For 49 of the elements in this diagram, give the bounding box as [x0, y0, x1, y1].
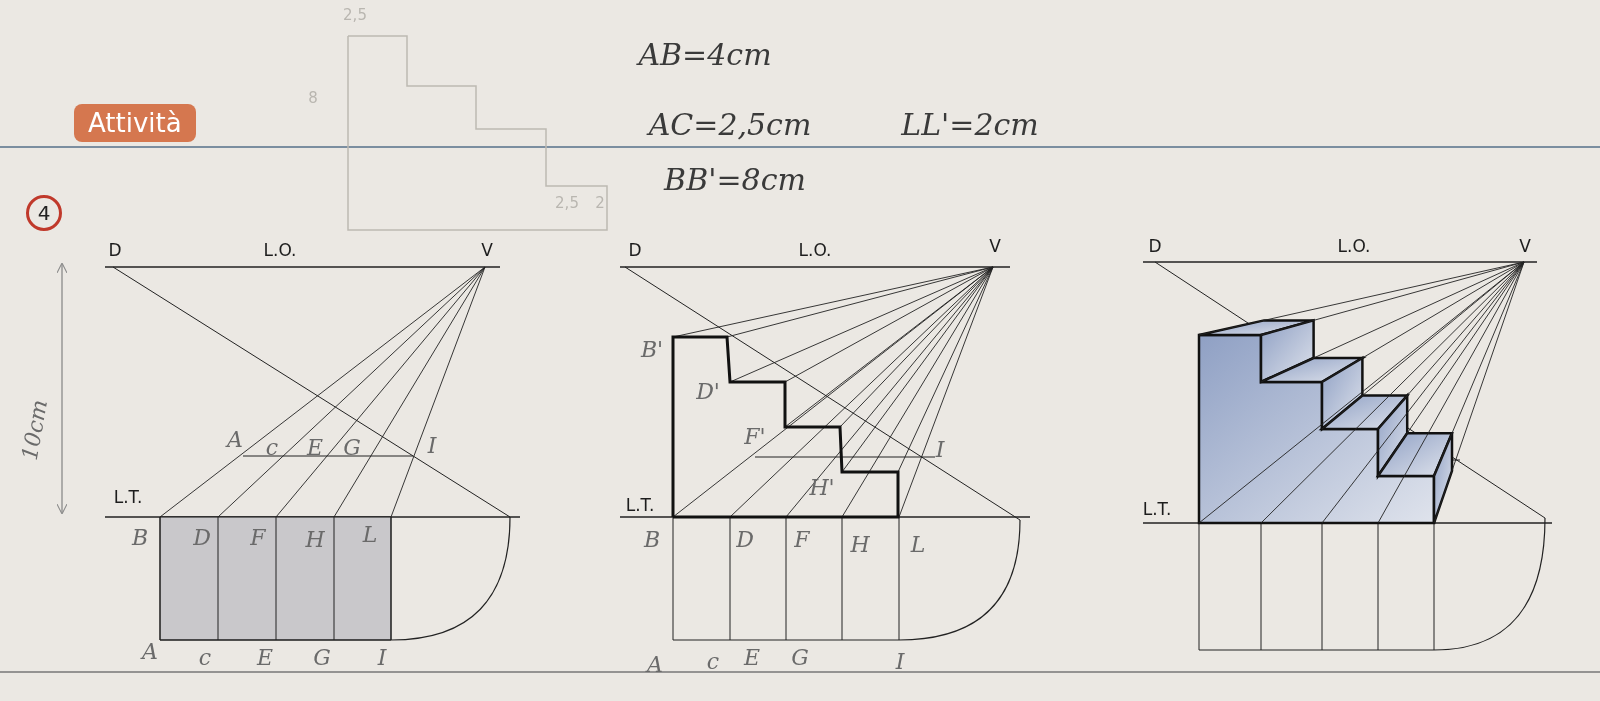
- point-label: D: [736, 529, 754, 551]
- point-label: D: [108, 241, 122, 259]
- measurement-note: AC=2,5cm: [648, 110, 812, 140]
- point-label: I: [895, 651, 905, 673]
- point-label: c: [198, 647, 212, 669]
- line-label: L.T.: [625, 496, 655, 514]
- point-label: I: [427, 435, 437, 457]
- point-label: G: [313, 647, 331, 669]
- point-label: B: [643, 529, 661, 551]
- point-label: B': [640, 339, 664, 361]
- point-label: V: [1519, 237, 1531, 255]
- section-title: Attività: [74, 104, 196, 142]
- point-label: E: [743, 647, 761, 669]
- exercise-number: 4: [26, 195, 62, 231]
- line-label: L.O.: [798, 241, 832, 259]
- point-label: c: [265, 437, 279, 459]
- measurement-note: LL'=2cm: [901, 110, 1039, 140]
- point-label: G: [343, 437, 361, 459]
- point-label: A: [227, 429, 243, 451]
- measurement-note: BB'=8cm: [664, 165, 806, 195]
- point-label: D: [193, 527, 211, 549]
- point-label: V: [989, 237, 1001, 255]
- line-label: L.T.: [113, 488, 143, 506]
- point-label: I: [935, 439, 945, 461]
- point-label: D: [1148, 237, 1162, 255]
- measurement-note: AB=4cm: [638, 40, 772, 70]
- point-label: H: [850, 534, 870, 556]
- point-label: A: [647, 654, 663, 676]
- point-label: c: [706, 651, 720, 673]
- point-label: F: [250, 527, 266, 549]
- point-label: V: [481, 241, 493, 259]
- point-label: B: [131, 527, 149, 549]
- point-label: L: [362, 524, 378, 546]
- point-label: F: [794, 529, 810, 551]
- point-label: H: [305, 529, 325, 551]
- point-label: F': [744, 426, 766, 448]
- line-label: L.O.: [1337, 237, 1371, 255]
- point-label: A: [142, 641, 158, 663]
- line-label: L.O.: [263, 241, 297, 259]
- point-label: I: [377, 647, 387, 669]
- dimension-label: 10cm: [18, 397, 52, 463]
- point-label: E: [256, 647, 274, 669]
- point-label: E: [306, 437, 324, 459]
- point-label: L: [910, 534, 926, 556]
- point-label: G: [791, 647, 809, 669]
- point-label: D': [696, 381, 720, 403]
- point-label: H': [809, 477, 835, 499]
- point-label: D: [628, 241, 642, 259]
- line-label: L.T.: [1142, 500, 1172, 518]
